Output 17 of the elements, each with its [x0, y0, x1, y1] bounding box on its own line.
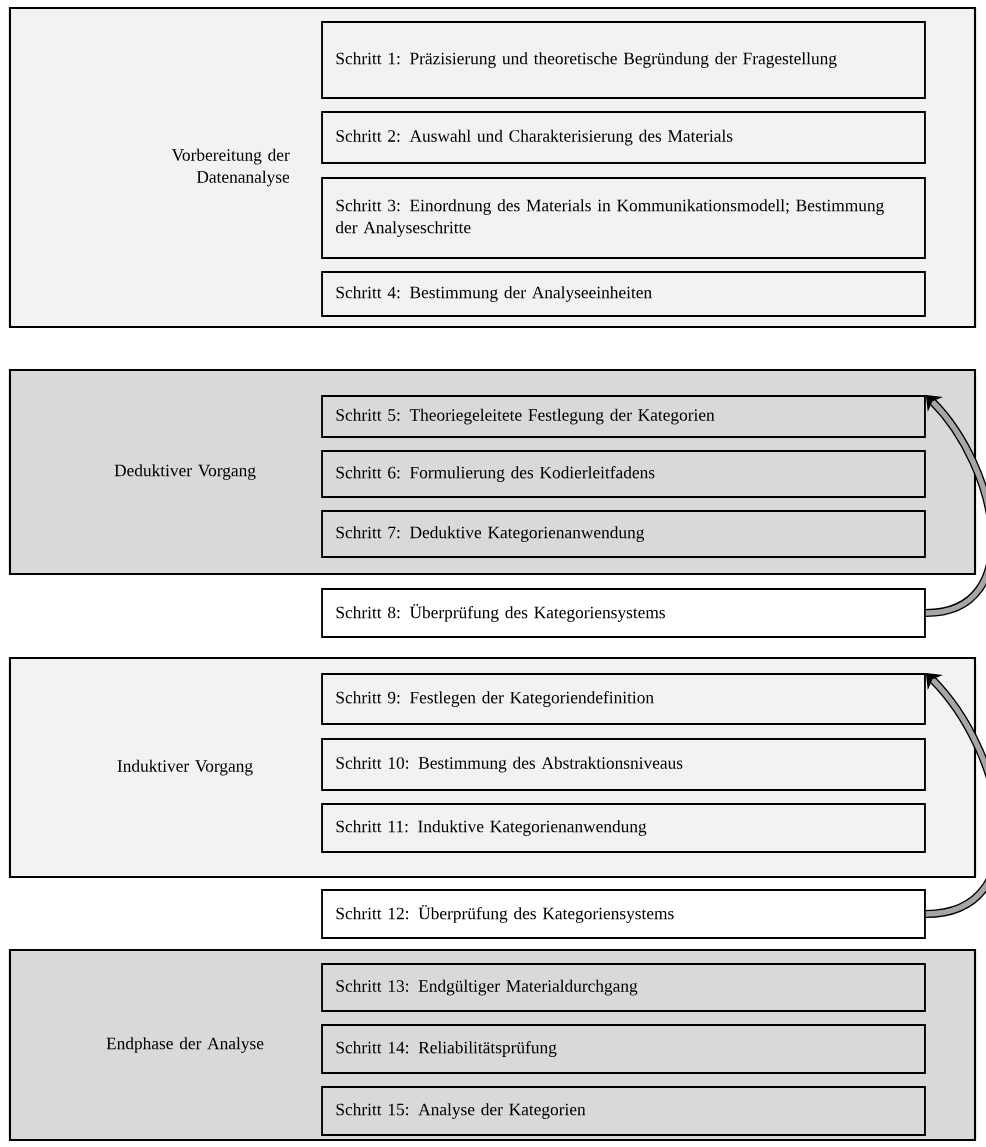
step-box: Schritt 4: Bestimmung der Analyseeinheiten [321, 271, 926, 317]
step-box: Schritt 12: Überprüfung des Kategoriensystems [321, 889, 926, 939]
step-box: Schritt 2: Auswahl und Charakterisierung des Materials [321, 111, 926, 164]
step-box: Schritt 13: Endgültiger Materialdurchgang [321, 963, 926, 1012]
step-box: Schritt 1: Präzisierung und theoretische Begründung der Fragestellung [321, 21, 926, 99]
step-box: Schritt 6: Formulierung des Kodierleitfadens [321, 450, 926, 498]
step-box: Schritt 11: Induktive Kategorienanwendung [321, 803, 926, 853]
step-box: Schritt 9: Festlegen der Kategoriendefinition [321, 673, 926, 725]
step-box: Schritt 8: Überprüfung des Kategoriensystems [321, 588, 926, 638]
curved-arrow [925, 395, 986, 617]
step-box: Schritt 15: Analyse der Kategorien [321, 1086, 926, 1136]
step-box: Schritt 14: Reliabilitätsprüfung [321, 1024, 926, 1074]
step-box: Schritt 10: Bestimmung des Abstraktionsniveaus [321, 738, 926, 791]
curved-arrow [925, 673, 986, 918]
step-box: Schritt 3: Einordnung des Materials in Kommunikationsmodell; Bestimmung der Analyseschritte [321, 177, 926, 259]
step-box: Schritt 5: Theoriegeleitete Festlegung der Kategorien [321, 395, 926, 438]
step-box: Schritt 7: Deduktive Kategorienanwendung [321, 510, 926, 558]
